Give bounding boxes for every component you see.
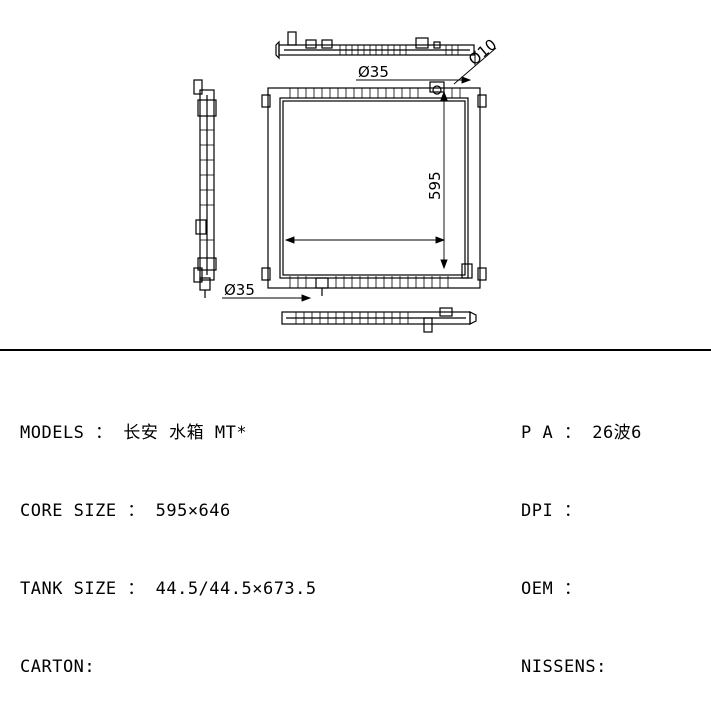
spec-row-oem: OEM ： [521, 576, 642, 602]
spec-label: NISSENS: [521, 657, 607, 677]
top-tank-ribs [339, 45, 459, 55]
spec-row-nissens: NISSENS: [521, 654, 642, 680]
spec-list-left: MODELS ： 长安 水箱 MT* CORE SIZE ： 595×646 T… [20, 368, 317, 706]
label-small-pipe: Ø10 [465, 35, 500, 69]
spec-label: P A ： [521, 423, 582, 443]
bottom-tank-view [281, 307, 477, 333]
dimension-lines [222, 47, 497, 302]
side-tank-view [193, 79, 217, 298]
spec-row-core-size: CORE SIZE ： 595×646 [20, 498, 317, 524]
spec-value: 44.5/44.5×673.5 [155, 579, 317, 599]
radiator-technical-drawing: Ø35 Ø10 595 Ø35 [193, 31, 500, 333]
spec-label: TANK SIZE ： [20, 579, 145, 599]
spec-list-right: P A ： 26波6 DPI ： OEM ： NISSENS: [521, 368, 642, 706]
spec-row-models: MODELS ： 长安 水箱 MT* [20, 420, 317, 446]
spec-value: 26波6 [592, 423, 642, 443]
spec-value: 长安 水箱 MT* [123, 423, 248, 443]
radiator-front-view [261, 81, 487, 296]
spec-row-dpi: DPI ： [521, 498, 642, 524]
spec-value: 595×646 [155, 501, 231, 521]
spec-label: DPI ： [521, 501, 582, 521]
side-tank-ribs [200, 129, 214, 241]
section-divider [0, 349, 711, 351]
spec-label: CORE SIZE ： [20, 501, 145, 521]
spec-label: MODELS ： [20, 423, 113, 443]
spec-label: OEM ： [521, 579, 582, 599]
label-top-pipe: Ø35 [358, 63, 389, 81]
spec-row-pa: P A ： 26波6 [521, 420, 642, 446]
spec-label: CARTON: [20, 657, 96, 677]
label-bottom-pipe: Ø35 [224, 281, 255, 299]
front-top-ribs [289, 88, 461, 98]
top-tank-view [275, 31, 475, 60]
label-core-height: 595 [426, 171, 444, 200]
spec-row-tank-size: TANK SIZE ： 44.5/44.5×673.5 [20, 576, 317, 602]
front-bottom-ribs [289, 276, 449, 288]
bottom-tank-ribs [295, 312, 409, 324]
spec-row-carton: CARTON: [20, 654, 317, 680]
